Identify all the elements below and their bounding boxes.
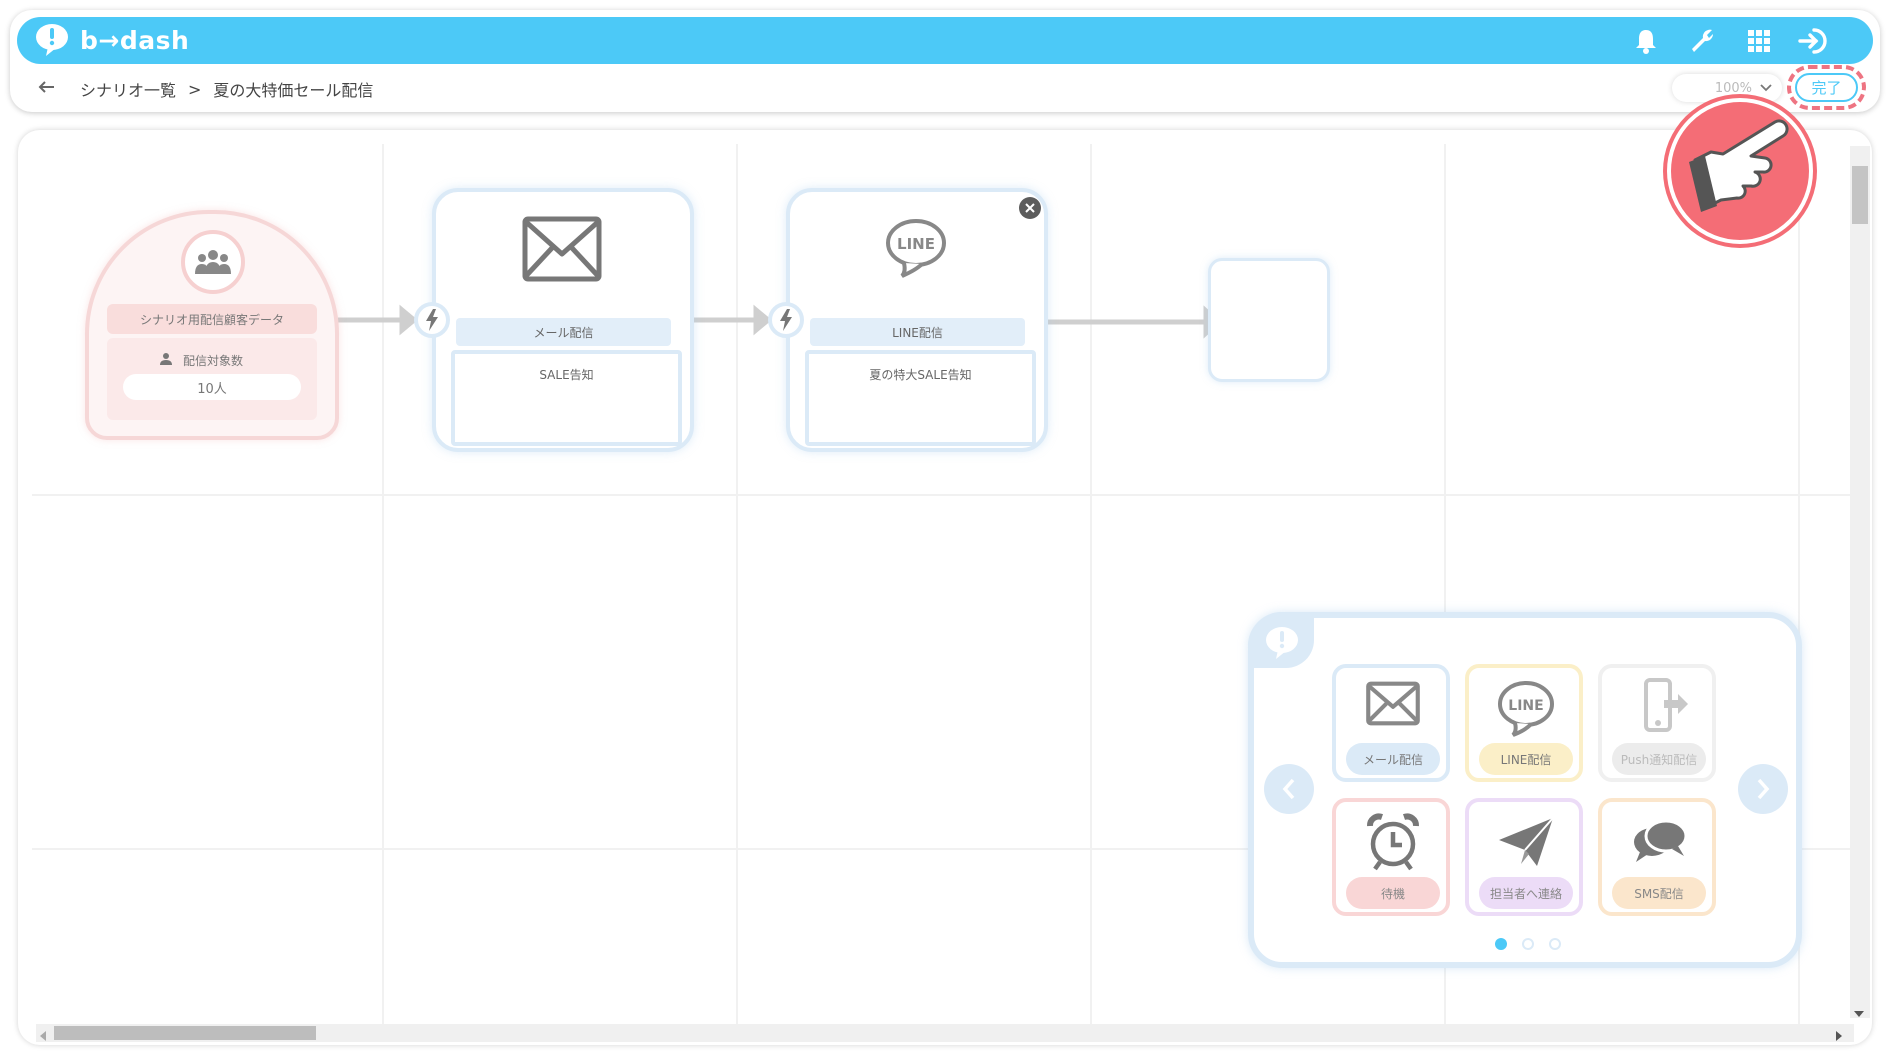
paper-plane-icon <box>1493 812 1559 872</box>
page-dot-active[interactable] <box>1495 938 1507 950</box>
empty-drop-slot[interactable] <box>1208 258 1330 382</box>
breadcrumb-parent-link[interactable]: シナリオ一覧 <box>80 81 177 100</box>
chevron-down-icon <box>1760 81 1772 96</box>
palette-tile-wait[interactable]: 待機 <box>1332 798 1450 916</box>
header-bar <box>17 17 1873 64</box>
metric-label: 配信対象数 <box>183 354 244 368</box>
palette-tile-mail[interactable]: メール配信 <box>1332 664 1450 782</box>
page-dot[interactable] <box>1549 938 1561 950</box>
logo-text: b→dash <box>80 25 190 55</box>
bdash-logo[interactable]: b→dash <box>34 22 189 58</box>
tile-label: メール配信 <box>1346 743 1440 775</box>
start-node-metric: 配信対象数 10人 <box>107 338 317 420</box>
mail-icon <box>1360 678 1426 738</box>
sign-out-icon[interactable] <box>1796 24 1830 58</box>
lightning-icon[interactable] <box>414 302 450 338</box>
logo-bubble-icon <box>34 23 74 57</box>
node-type-label: メール配信 <box>456 318 671 346</box>
grid-line <box>32 848 1852 850</box>
bell-icon[interactable] <box>1629 24 1663 58</box>
line-icon: LINE <box>884 218 950 278</box>
horizontal-scroll-thumb[interactable] <box>54 1026 316 1040</box>
pointing-hand-icon <box>1689 119 1789 212</box>
group-icon <box>181 230 245 294</box>
scroll-right-arrow-icon[interactable] <box>1834 1027 1844 1046</box>
tile-label: LINE配信 <box>1479 743 1573 775</box>
breadcrumb: シナリオ一覧 > 夏の大特価セール配信 <box>80 77 373 101</box>
done-button[interactable]: 完了 <box>1795 73 1858 102</box>
back-arrow-icon[interactable] <box>36 76 58 98</box>
palette-tile-sms[interactable]: SMS配信 <box>1598 798 1716 916</box>
zoom-value: 100% <box>1714 80 1752 96</box>
scenario-canvas[interactable]: シナリオ用配信顧客データ 配信対象数 10人 メール配信 SALE告知 <box>18 130 1872 1045</box>
zoom-select[interactable]: 100% <box>1672 74 1782 102</box>
person-icon <box>159 352 173 369</box>
vertical-scrollbar[interactable] <box>1850 146 1870 1018</box>
mail-icon <box>522 216 602 286</box>
lightning-icon[interactable] <box>768 302 804 338</box>
wrench-icon[interactable] <box>1685 24 1719 58</box>
apps-grid-icon[interactable] <box>1742 24 1776 58</box>
tile-label: 担当者へ連絡 <box>1479 877 1573 909</box>
line-icon-text: LINE <box>897 235 935 253</box>
start-node-customer-data[interactable]: シナリオ用配信顧客データ 配信対象数 10人 <box>85 210 339 440</box>
grid-line <box>1798 144 1800 1024</box>
logo-bubble-icon <box>1264 626 1304 664</box>
palette-tile-line[interactable]: LINE LINE配信 <box>1465 664 1583 782</box>
page-dot[interactable] <box>1522 938 1534 950</box>
breadcrumb-separator: > <box>188 79 202 99</box>
grid-line <box>736 144 738 1024</box>
scroll-left-arrow-icon[interactable] <box>38 1027 48 1046</box>
horizontal-scrollbar[interactable] <box>36 1024 1854 1042</box>
palette-tile-contact[interactable]: 担当者へ連絡 <box>1465 798 1583 916</box>
tile-label: 待機 <box>1346 877 1440 909</box>
grid-line <box>1090 144 1092 1024</box>
start-node-title: シナリオ用配信顧客データ <box>107 304 317 334</box>
breadcrumb-current: 夏の大特価セール配信 <box>213 81 374 100</box>
chat-bubbles-icon <box>1626 812 1692 872</box>
grid-line <box>382 144 384 1024</box>
close-icon[interactable] <box>1019 197 1041 219</box>
push-phone-icon <box>1626 678 1692 738</box>
line-icon: LINE <box>1493 678 1559 738</box>
palette-tile-push[interactable]: Push通知配信 <box>1598 664 1716 782</box>
metric-row: 配信対象数 <box>159 352 243 369</box>
pointing-hand-hint <box>1667 98 1813 244</box>
node-content: SALE告知 <box>451 350 682 446</box>
line-icon-text: LINE <box>1508 698 1543 714</box>
tile-label: SMS配信 <box>1612 877 1706 909</box>
vertical-scroll-thumb[interactable] <box>1852 166 1868 224</box>
action-palette: メール配信 LINE LINE配信 Push通知配信 <box>1248 612 1802 968</box>
flow-node-mail[interactable]: メール配信 SALE告知 <box>432 188 694 452</box>
grid-line <box>32 494 1852 496</box>
palette-prev-button[interactable] <box>1264 764 1314 814</box>
metric-value: 10人 <box>123 374 301 400</box>
scroll-down-arrow-icon[interactable] <box>1853 1004 1865 1023</box>
alarm-clock-icon <box>1360 812 1426 872</box>
node-type-label: LINE配信 <box>810 318 1025 346</box>
done-button-highlight <box>1787 65 1866 110</box>
grid-line <box>1444 144 1446 1024</box>
node-content: 夏の特大SALE告知 <box>805 350 1036 446</box>
tile-label: Push通知配信 <box>1612 743 1706 775</box>
palette-next-button[interactable] <box>1738 764 1788 814</box>
flow-node-line[interactable]: LINE LINE配信 夏の特大SALE告知 <box>786 188 1048 452</box>
